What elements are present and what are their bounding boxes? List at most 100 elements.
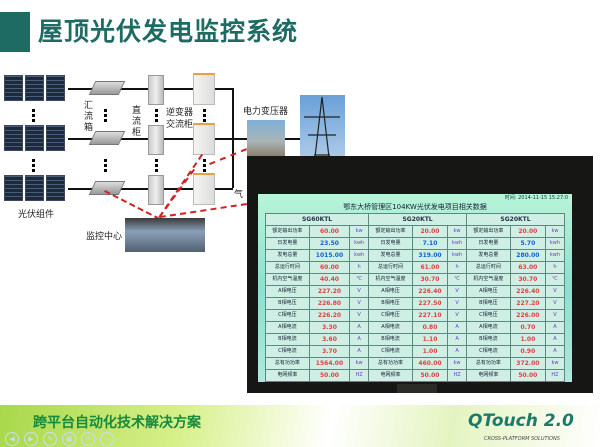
row-unit: A — [349, 321, 370, 334]
screen-title: 鄂东大桥管理区104KW光伏发电项目相关数据 — [343, 203, 487, 211]
row-label: 额定输出功率 — [265, 225, 310, 238]
row-value: 319.00 — [411, 249, 449, 262]
row-unit: kw — [349, 225, 370, 238]
ellipsis-dots — [203, 159, 206, 173]
row-value: 1564.00 — [308, 357, 351, 370]
row-unit: A — [349, 345, 370, 358]
row-label: A相电压 — [265, 285, 310, 298]
combiner-box — [88, 81, 126, 95]
ellipsis-dots — [104, 159, 107, 173]
inverter-cabinet — [193, 173, 215, 205]
row-unit: V — [447, 309, 467, 322]
row-label: 总有功功率 — [466, 357, 511, 370]
row-label: 发电总量 — [466, 249, 511, 262]
row-unit: ℃ — [349, 273, 370, 286]
row-unit: h — [544, 261, 566, 274]
row-unit: kwh — [544, 249, 566, 262]
row-value: 0.80 — [411, 321, 449, 334]
row-value: 227.20 — [509, 297, 546, 310]
row-unit: HZ — [447, 369, 467, 382]
prev-icon[interactable]: ◀ — [5, 432, 19, 446]
row-label: C相电压 — [368, 309, 413, 322]
row-unit: HZ — [544, 369, 566, 382]
row-value: 20.00 — [411, 225, 449, 238]
row-label: B相电流 — [466, 333, 511, 346]
row-unit: kw — [447, 357, 467, 370]
row-label: C相电压 — [466, 309, 511, 322]
more-icon[interactable]: ⋯ — [100, 432, 114, 446]
group-header: SG60KTL — [264, 213, 370, 226]
row-value: 226.20 — [308, 309, 351, 322]
row-label: 电网频率 — [466, 369, 511, 382]
row-value: 30.70 — [509, 273, 546, 286]
dc-cabinet-label: 直流柜 — [132, 106, 142, 138]
row-unit: V — [544, 309, 566, 322]
row-value: 60.00 — [308, 261, 351, 274]
zoom-icon[interactable]: ⚲ — [81, 432, 95, 446]
row-value: 226.00 — [509, 309, 546, 322]
row-label: A相电流 — [368, 321, 413, 334]
row-value: 0.70 — [509, 321, 546, 334]
row-label: 日发电量 — [368, 237, 413, 250]
row-value: 1.00 — [509, 333, 546, 346]
row-label: 总运行时间 — [466, 261, 511, 274]
ellipsis-dots — [104, 109, 107, 123]
row-label: 日发电量 — [466, 237, 511, 250]
row-unit: ℃ — [544, 273, 566, 286]
dc-cabinet — [148, 125, 164, 155]
pv-panel — [25, 75, 44, 101]
row-label: 额定输出功率 — [466, 225, 511, 238]
row-unit: kwh — [544, 237, 566, 250]
row-label: B相电流 — [368, 333, 413, 346]
row-unit: V — [349, 297, 370, 310]
row-unit: A — [447, 333, 467, 346]
row-value: 227.50 — [411, 297, 449, 310]
row-label: B相电压 — [466, 297, 511, 310]
row-unit: h — [447, 261, 467, 274]
row-unit: V — [447, 297, 467, 310]
row-unit: kw — [349, 357, 370, 370]
pen-icon[interactable]: ✎ — [43, 432, 57, 446]
title-accent-bar — [0, 12, 30, 52]
brand-tagline: CROSS-PLATFORM SOLUTIONS — [484, 436, 560, 442]
combiner-label: 汇流箱 — [84, 101, 94, 133]
row-unit: V — [349, 285, 370, 298]
row-unit: kwh — [349, 249, 370, 262]
row-unit: V — [544, 285, 566, 298]
monitor-stand — [397, 384, 437, 393]
row-value: 60.00 — [308, 225, 351, 238]
row-unit: V — [544, 297, 566, 310]
row-unit: kwh — [447, 249, 467, 262]
slides-icon[interactable]: ▣ — [62, 432, 76, 446]
row-label: 发电总量 — [265, 249, 310, 262]
screen-time: 时间: 2014-11-15 15:27:0 — [505, 195, 568, 201]
row-label: 发电总量 — [368, 249, 413, 262]
row-label: 总运行时间 — [265, 261, 310, 274]
next-icon[interactable]: ▶ — [24, 432, 38, 446]
inverter-label: 逆变器 — [166, 108, 194, 118]
row-unit: HZ — [349, 369, 370, 382]
row-unit: A — [544, 321, 566, 334]
row-label: 机内空气温度 — [368, 273, 413, 286]
row-value: 50.00 — [509, 369, 546, 382]
row-label: 总有功功率 — [368, 357, 413, 370]
row-unit: h — [349, 261, 370, 274]
monitor-screen: 时间: 2014-11-15 15:27:0 鄂东大桥管理区104KW光伏发电项… — [258, 194, 572, 382]
ellipsis-dots — [32, 109, 35, 123]
row-unit: kwh — [349, 237, 370, 250]
row-label: 日发电量 — [265, 237, 310, 250]
row-value: 3.70 — [308, 345, 351, 358]
combiner-box — [88, 131, 126, 145]
row-value: 30.70 — [411, 273, 449, 286]
group-header: SG20KTL — [466, 213, 565, 226]
